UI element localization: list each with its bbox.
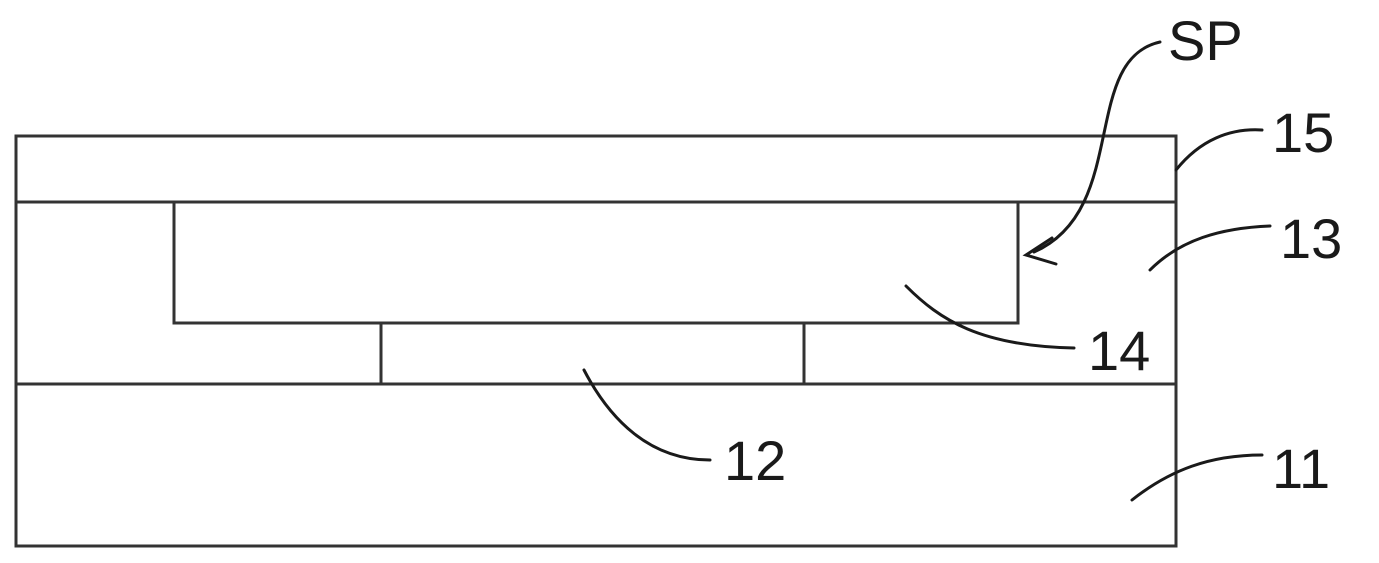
label-14: 14: [1088, 319, 1150, 382]
label-13: 13: [1280, 207, 1342, 270]
label-12: 12: [724, 429, 786, 492]
layer-14: [172, 200, 1020, 325]
arrowhead-sp: [1022, 236, 1058, 266]
label-15: 15: [1272, 101, 1334, 164]
leader-line-14: [904, 284, 1076, 350]
label-11: 11: [1272, 437, 1330, 500]
leader-line-11: [1130, 453, 1264, 502]
leader-line-13: [1148, 224, 1272, 272]
layer-11-substrate: [14, 382, 1178, 548]
leader-line-sp: [1032, 40, 1162, 254]
layer-15: [14, 134, 1178, 204]
layer-12: [379, 321, 806, 386]
leader-line-12: [582, 368, 712, 462]
layer-13: [14, 200, 1178, 386]
leader-line-15: [1174, 128, 1264, 172]
label-sp: SP: [1168, 9, 1243, 72]
